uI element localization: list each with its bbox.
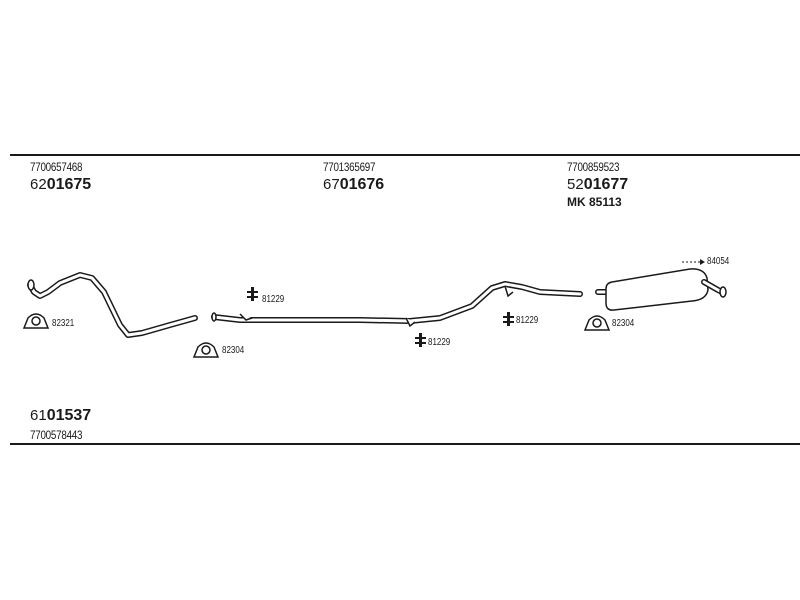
hanger-icon <box>247 287 258 301</box>
middle-part-prefix: 67 <box>323 176 340 193</box>
rear-part-prefix: 52 <box>567 176 584 193</box>
top-divider-line <box>10 154 800 156</box>
tailpipe-pointer <box>682 259 705 265</box>
hanger-icon <box>415 333 426 347</box>
kit-part-main: 01537 <box>46 407 92 424</box>
front-pipe <box>27 272 198 338</box>
kit-part-prefix: 61 <box>30 407 47 424</box>
hanger-2-callout: 81229 <box>428 337 451 348</box>
clamp-icon <box>192 342 220 358</box>
clamp-mid-callout: 82304 <box>222 345 245 356</box>
kit-part-number: 6101537 <box>30 407 91 425</box>
bottom-divider-line <box>10 443 800 445</box>
clamp-icon <box>583 315 611 331</box>
clamp-front-callout: 82321 <box>52 318 75 329</box>
rear-part-number: 5201677 <box>567 176 628 194</box>
middle-part-number: 6701676 <box>323 176 384 194</box>
rear-part-main: 01677 <box>583 176 629 193</box>
middle-part-main: 01676 <box>339 176 385 193</box>
clamp-rear-callout: 82304 <box>612 318 635 329</box>
hanger-3-callout: 81229 <box>516 315 539 326</box>
front-part-main: 01675 <box>46 176 92 193</box>
hanger-1-callout: 81229 <box>262 294 285 305</box>
kit-oe-number: 7700578443 <box>30 428 83 442</box>
front-part-prefix: 62 <box>30 176 47 193</box>
rear-mount-kit: MK 85113 <box>567 195 622 209</box>
hanger-icon <box>503 312 514 326</box>
front-part-number: 6201675 <box>30 176 91 194</box>
rear-silencer <box>595 268 727 311</box>
intermediate-pipe <box>211 281 583 328</box>
rear-oe-number: 7700859523 <box>567 160 620 174</box>
clamp-icon <box>22 313 50 329</box>
tailpipe-part-callout: 84054 <box>707 256 730 267</box>
front-oe-number: 7700657468 <box>30 160 83 174</box>
middle-oe-number: 7701365697 <box>323 160 376 174</box>
